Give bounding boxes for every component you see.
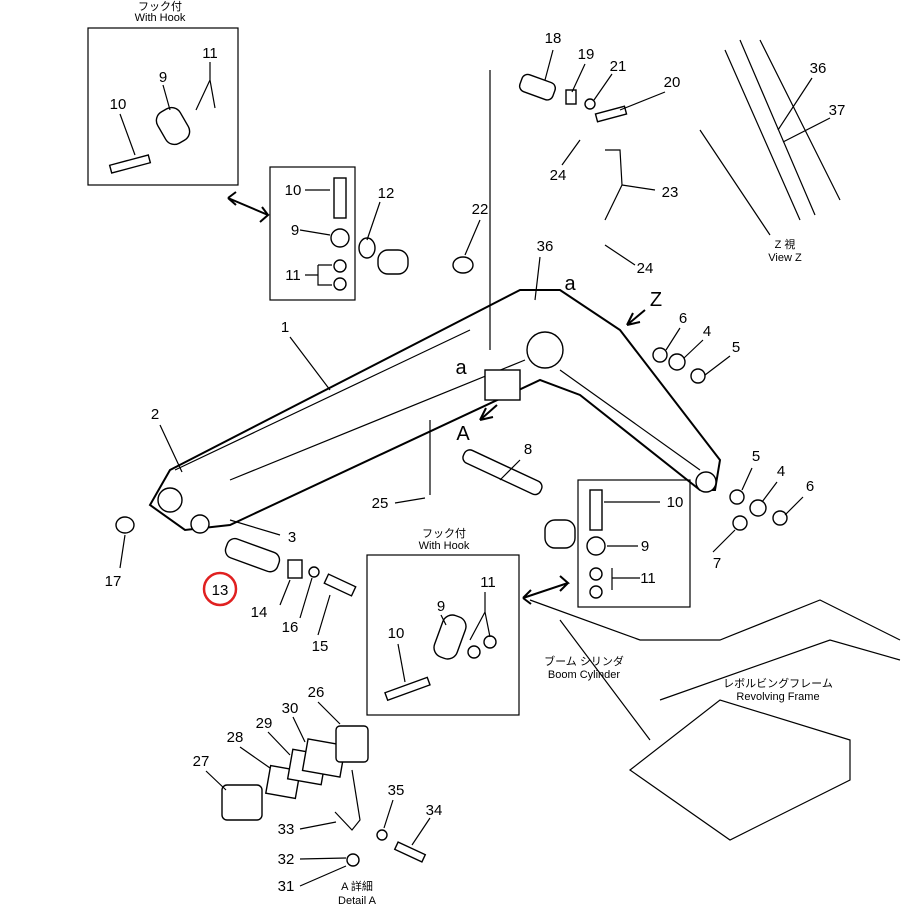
callout[interactable]: 9: [291, 222, 299, 239]
callout[interactable]: 18: [545, 30, 562, 47]
caption-detail-a-en: Detail A: [338, 895, 377, 907]
callout[interactable]: 36: [537, 238, 554, 255]
callout[interactable]: 27: [193, 753, 210, 770]
callout[interactable]: 8: [524, 441, 532, 458]
marker-a: a: [455, 357, 467, 379]
leader-lines: [119, 49, 831, 887]
callout[interactable]: 10: [667, 494, 684, 511]
boom: [148, 70, 722, 534]
callout[interactable]: 10: [110, 96, 127, 113]
callout[interactable]: 6: [806, 478, 814, 495]
callout[interactable]: 11: [285, 267, 301, 284]
callout[interactable]: 6: [679, 310, 687, 327]
callout[interactable]: 9: [437, 598, 445, 615]
caption-hook-jp: フック付: [422, 527, 466, 540]
callout[interactable]: 4: [777, 463, 785, 480]
callout[interactable]: 9: [641, 538, 649, 555]
detail-box-right: [577, 479, 691, 608]
callout[interactable]: 10: [285, 182, 302, 199]
callout[interactable]: 37: [829, 102, 846, 119]
callout[interactable]: 34: [426, 802, 443, 819]
callout[interactable]: 30: [282, 700, 299, 717]
callout[interactable]: 20: [664, 74, 681, 91]
callout[interactable]: 22: [472, 201, 489, 218]
caption-revolving-frame-en: Revolving Frame: [736, 691, 819, 703]
callout[interactable]: 10: [388, 625, 405, 642]
marker-A: A: [456, 423, 470, 445]
callout[interactable]: 1: [281, 319, 289, 336]
callout[interactable]: 24: [637, 260, 654, 277]
callout[interactable]: 17: [105, 573, 122, 590]
marker-a: a: [564, 273, 576, 295]
callout[interactable]: 15: [312, 638, 329, 655]
detail-box-hook-bottom: [366, 554, 520, 716]
callout[interactable]: 5: [752, 448, 760, 465]
callout[interactable]: 31: [278, 878, 295, 895]
callout[interactable]: 29: [256, 715, 273, 732]
callout[interactable]: 9: [159, 69, 167, 86]
callout[interactable]: 3: [288, 529, 296, 546]
callout[interactable]: 12: [378, 185, 395, 202]
callout[interactable]: 35: [388, 782, 405, 799]
caption-hook-jp: フック付: [138, 0, 182, 13]
callout[interactable]: 32: [278, 851, 295, 868]
arrow-a-icon: [479, 404, 498, 421]
caption-view-z-jp: Z 視: [775, 237, 796, 251]
callout[interactable]: 11: [480, 574, 496, 591]
callout[interactable]: 24: [550, 167, 567, 184]
parts: [108, 39, 901, 867]
callout[interactable]: 25: [372, 495, 389, 512]
highlight-circle: [202, 571, 238, 607]
caption-revolving-frame-jp: レボルビングフレーム: [723, 676, 833, 690]
caption-boom-cylinder-en: Boom Cylinder: [548, 669, 620, 681]
callout[interactable]: 11: [640, 570, 656, 587]
callout[interactable]: 23: [662, 184, 679, 201]
caption-hook-en: With Hook: [419, 540, 470, 552]
callout[interactable]: 7: [713, 555, 721, 572]
detail-box-left: [269, 166, 356, 301]
double-arrow-icon: [227, 191, 270, 223]
callout[interactable]: 28: [227, 729, 244, 746]
callout[interactable]: 4: [703, 323, 711, 340]
callout[interactable]: 33: [278, 821, 295, 838]
callout[interactable]: 36: [810, 60, 827, 77]
caption-detail-a-jp: A 詳細: [341, 879, 373, 893]
callout[interactable]: 2: [151, 406, 159, 423]
callout[interactable]: 5: [732, 339, 740, 356]
caption-hook-en: With Hook: [135, 12, 186, 24]
callout[interactable]: 26: [308, 684, 325, 701]
callout[interactable]: 11: [202, 45, 218, 62]
callout[interactable]: 14: [251, 604, 268, 621]
marker-z: Z: [650, 289, 662, 311]
caption-view-z-en: View Z: [768, 252, 802, 264]
callout[interactable]: 21: [610, 58, 627, 75]
callout-highlighted[interactable]: 13: [212, 582, 229, 599]
caption-boom-cylinder-jp: ブーム シリンダ: [544, 654, 624, 668]
callout[interactable]: 16: [282, 619, 299, 636]
callout[interactable]: 19: [578, 46, 595, 63]
arrow-z-icon: [626, 309, 646, 326]
detail-box-hook-top: [87, 27, 239, 186]
double-arrow-icon: [522, 575, 570, 605]
